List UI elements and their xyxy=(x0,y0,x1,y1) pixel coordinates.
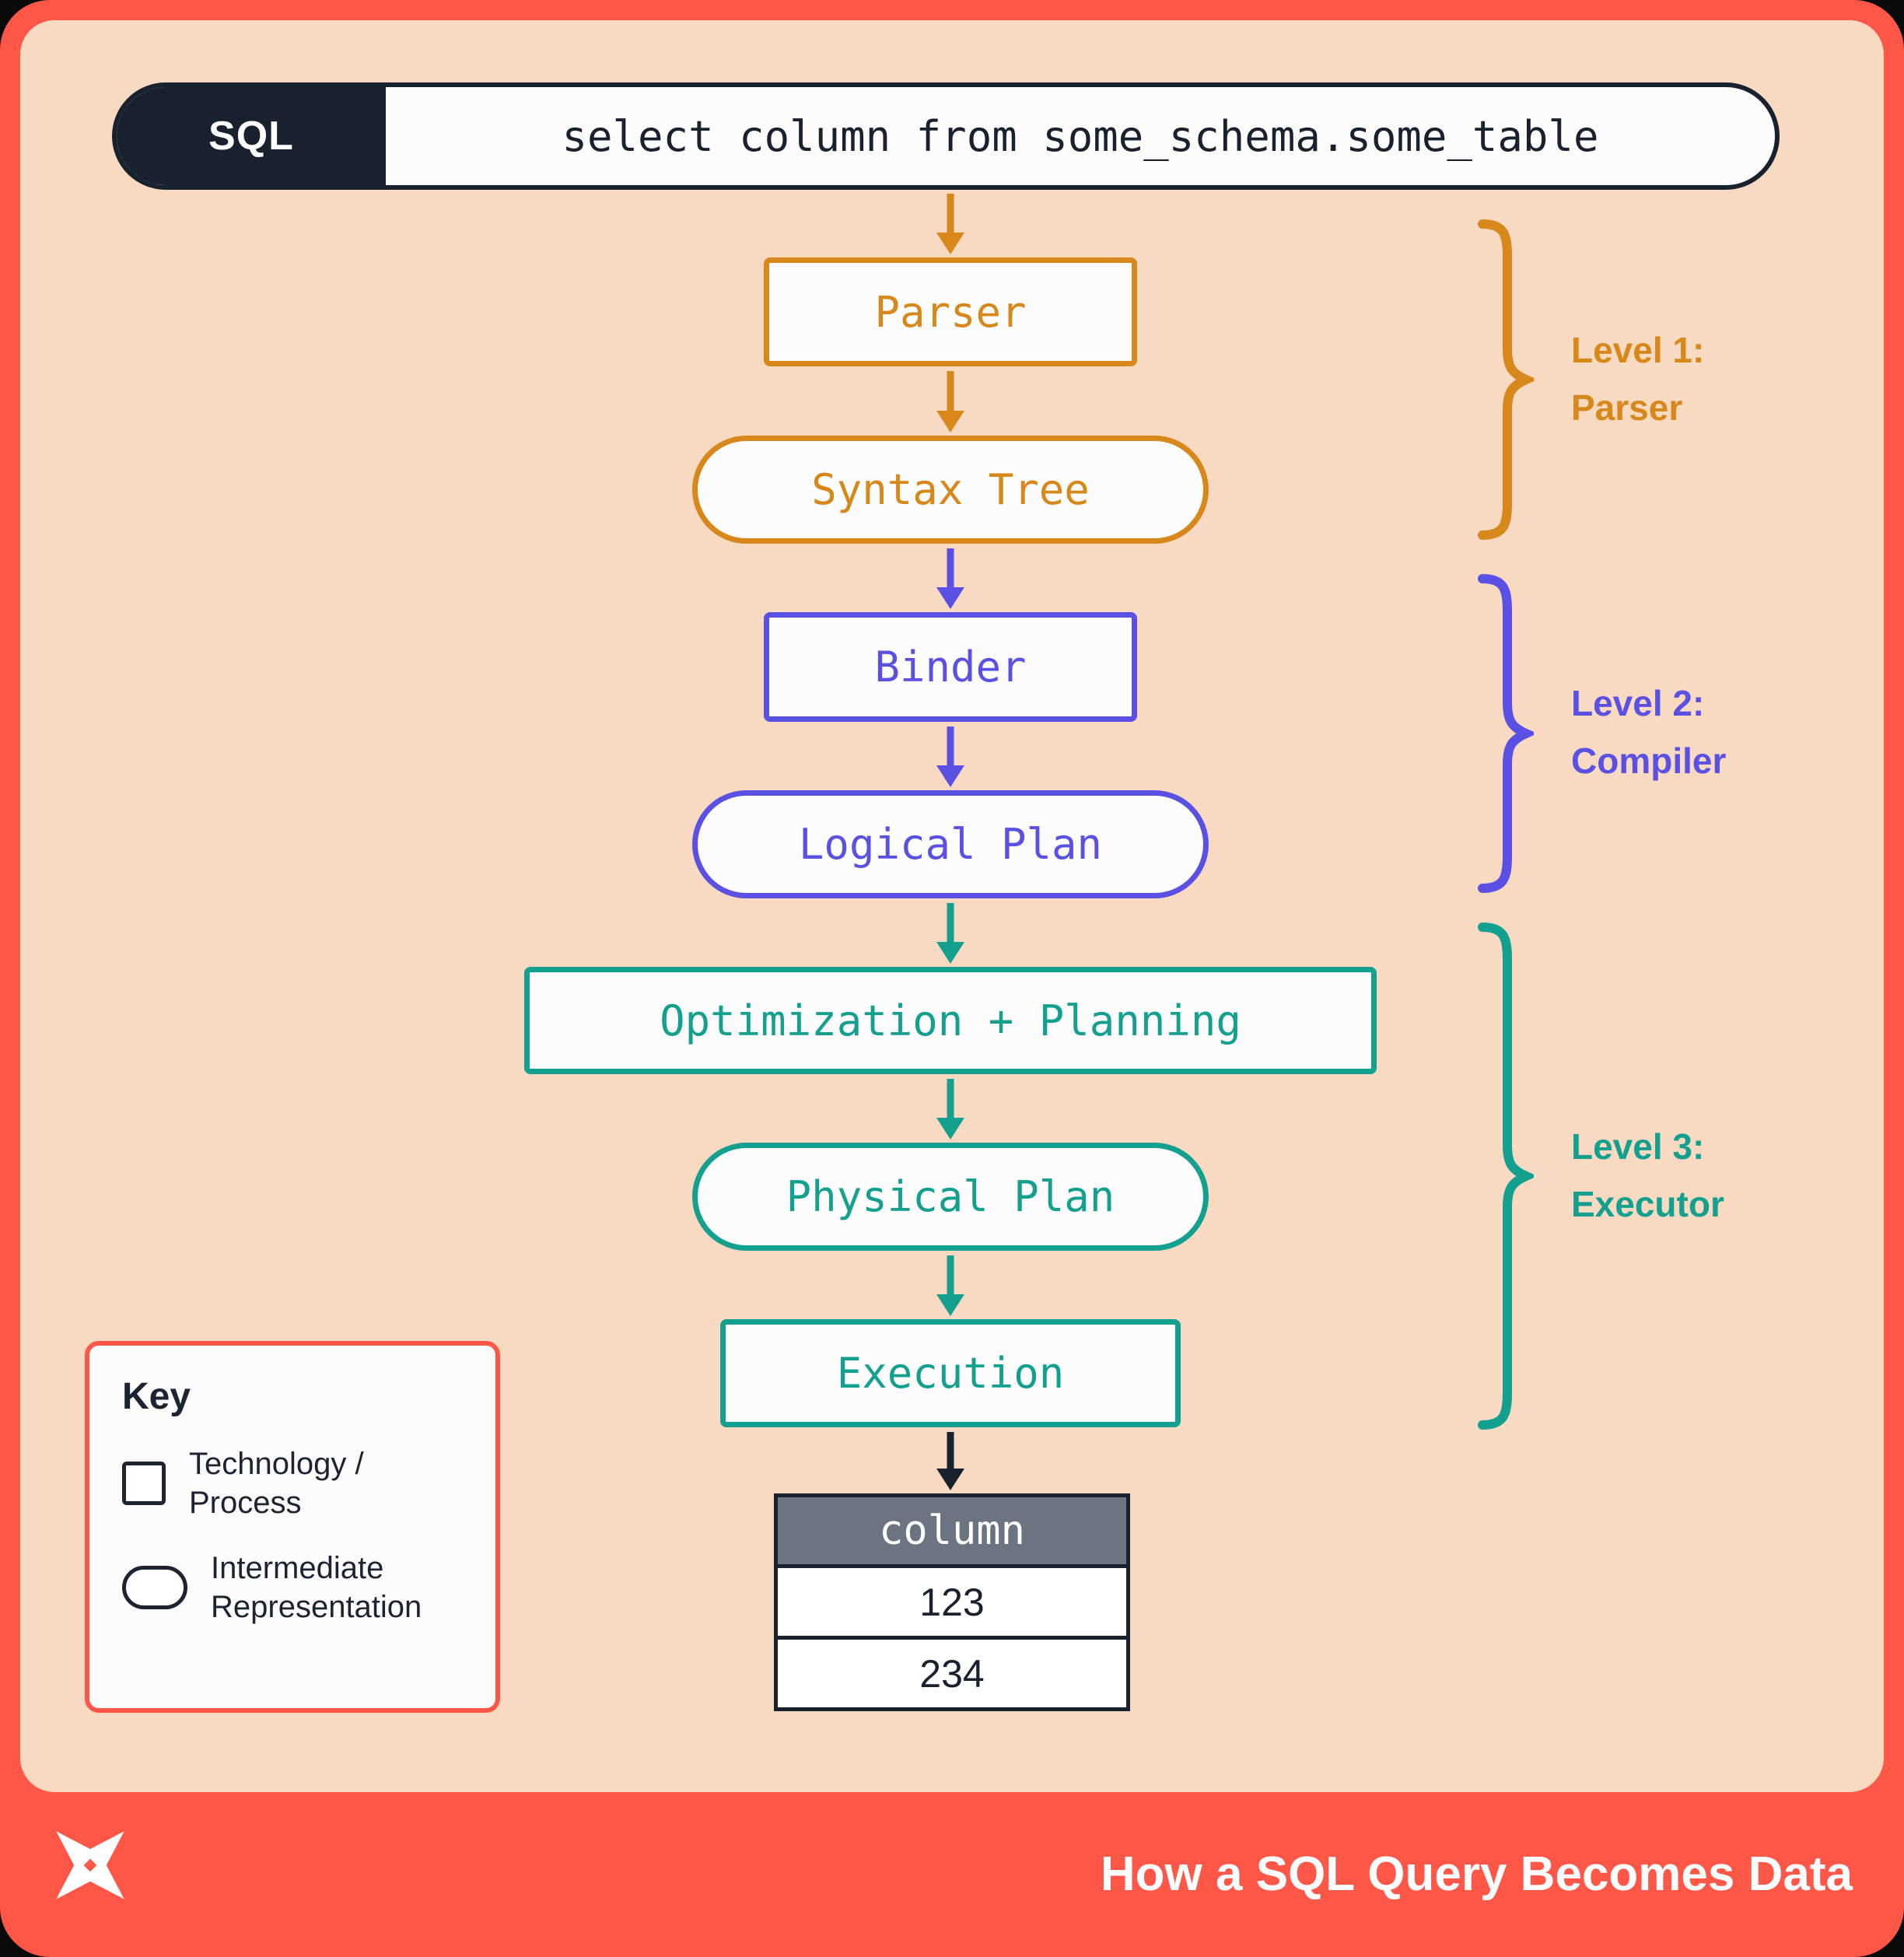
result-table-row: 234 xyxy=(774,1640,1130,1711)
logical-plan-node: Logical Plan xyxy=(692,790,1209,898)
level-2-brace xyxy=(1478,574,1534,893)
rectangle-icon xyxy=(122,1462,166,1505)
level-3-brace xyxy=(1478,922,1534,1430)
arrow-execution-to-result xyxy=(935,1432,966,1490)
optimization-planning-node: Optimization + Planning xyxy=(524,967,1377,1074)
arrow-sql-to-parser xyxy=(935,194,966,254)
binder-node: Binder xyxy=(764,612,1137,722)
level-2-title: Level 2: xyxy=(1571,683,1705,723)
poster-title: How a SQL Query Becomes Data xyxy=(1100,1847,1853,1901)
arrow-syntax-tree-to-binder xyxy=(935,548,966,609)
level-3-subtitle: Executor xyxy=(1571,1183,1724,1224)
physical-plan-node: Physical Plan xyxy=(692,1143,1209,1251)
sql-query-text: select column from some_schema.some_tabl… xyxy=(562,111,1599,161)
level-3-label: Level 3: Executor xyxy=(1571,1119,1724,1233)
level-3-title: Level 3: xyxy=(1571,1126,1705,1167)
arrow-logical-plan-to-optimization xyxy=(935,903,966,964)
sql-query-pill: SQL select column from some_schema.some_… xyxy=(112,82,1780,190)
legend-title: Key xyxy=(122,1376,191,1417)
arrow-optimization-to-physical-plan xyxy=(935,1079,966,1140)
level-2-subtitle: Compiler xyxy=(1571,740,1727,781)
result-table-row: 123 xyxy=(774,1568,1130,1640)
syntax-tree-node: Syntax Tree xyxy=(692,436,1209,544)
result-table-header: column xyxy=(774,1493,1130,1568)
legend-item-label: Intermediate Representation xyxy=(211,1551,422,1624)
legend: Key Technology / Process Intermediate Re… xyxy=(85,1341,500,1713)
level-1-title: Level 1: xyxy=(1571,330,1705,370)
ellipse-icon xyxy=(122,1566,187,1609)
sql-badge: SQL xyxy=(117,87,386,185)
parser-node: Parser xyxy=(764,257,1137,366)
result-table: column 123 234 xyxy=(774,1493,1130,1711)
legend-item-intermediate: Intermediate Representation xyxy=(122,1549,463,1626)
dbt-logo-icon xyxy=(56,1831,124,1899)
legend-item-label: Technology / Process xyxy=(189,1447,364,1520)
arrow-binder-to-logical-plan xyxy=(935,726,966,787)
legend-item-process: Technology / Process xyxy=(122,1444,463,1522)
arrow-parser-to-syntax-tree xyxy=(935,371,966,432)
level-1-subtitle: Parser xyxy=(1571,387,1683,428)
level-2-label: Level 2: Compiler xyxy=(1571,675,1726,789)
arrow-physical-plan-to-execution xyxy=(935,1255,966,1316)
level-1-label: Level 1: Parser xyxy=(1571,322,1704,436)
execution-node: Execution xyxy=(720,1319,1181,1427)
level-1-brace xyxy=(1478,219,1534,540)
